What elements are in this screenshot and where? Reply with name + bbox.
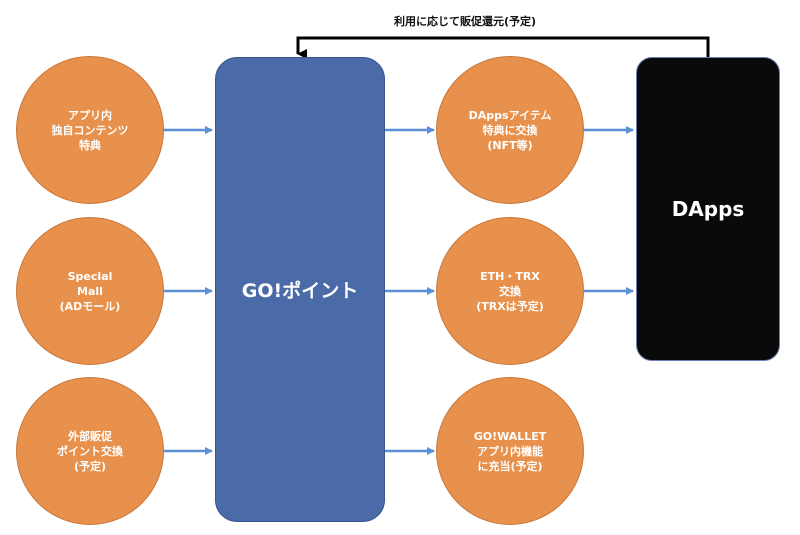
hub-go-points: GO!ポイント bbox=[215, 57, 385, 522]
output-eth-trx: ETH・TRX 交換 (TRXは予定) bbox=[436, 217, 584, 365]
output-gowallet-label: GO!WALLET アプリ内機能 に充当(予定) bbox=[473, 429, 547, 473]
return-flow-label: 利用に応じて販促還元(予定) bbox=[393, 15, 537, 28]
source-app-content: アプリ内 独自コンテンツ 特典 bbox=[16, 56, 164, 204]
source-special-mall-label: Special Mall (ADモール) bbox=[59, 269, 121, 313]
dapps-block-label: DApps bbox=[671, 197, 745, 221]
source-app-content-label: アプリ内 独自コンテンツ 特典 bbox=[51, 108, 129, 152]
output-dapps-item: DAppsアイテム 特典に交換 (NFT等) bbox=[436, 56, 584, 204]
output-eth-trx-label: ETH・TRX 交換 (TRXは予定) bbox=[476, 269, 544, 313]
hub-go-points-label: GO!ポイント bbox=[241, 280, 359, 302]
output-gowallet: GO!WALLET アプリ内機能 に充当(予定) bbox=[436, 377, 584, 525]
return-flow-line bbox=[296, 36, 710, 59]
dapps-block: DApps bbox=[636, 57, 780, 361]
source-special-mall: Special Mall (ADモール) bbox=[16, 217, 164, 365]
source-external-points-label: 外部販促 ポイント交換 (予定) bbox=[57, 429, 123, 473]
output-dapps-item-label: DAppsアイテム 特典に交換 (NFT等) bbox=[468, 108, 552, 152]
source-external-points: 外部販促 ポイント交換 (予定) bbox=[16, 377, 164, 525]
